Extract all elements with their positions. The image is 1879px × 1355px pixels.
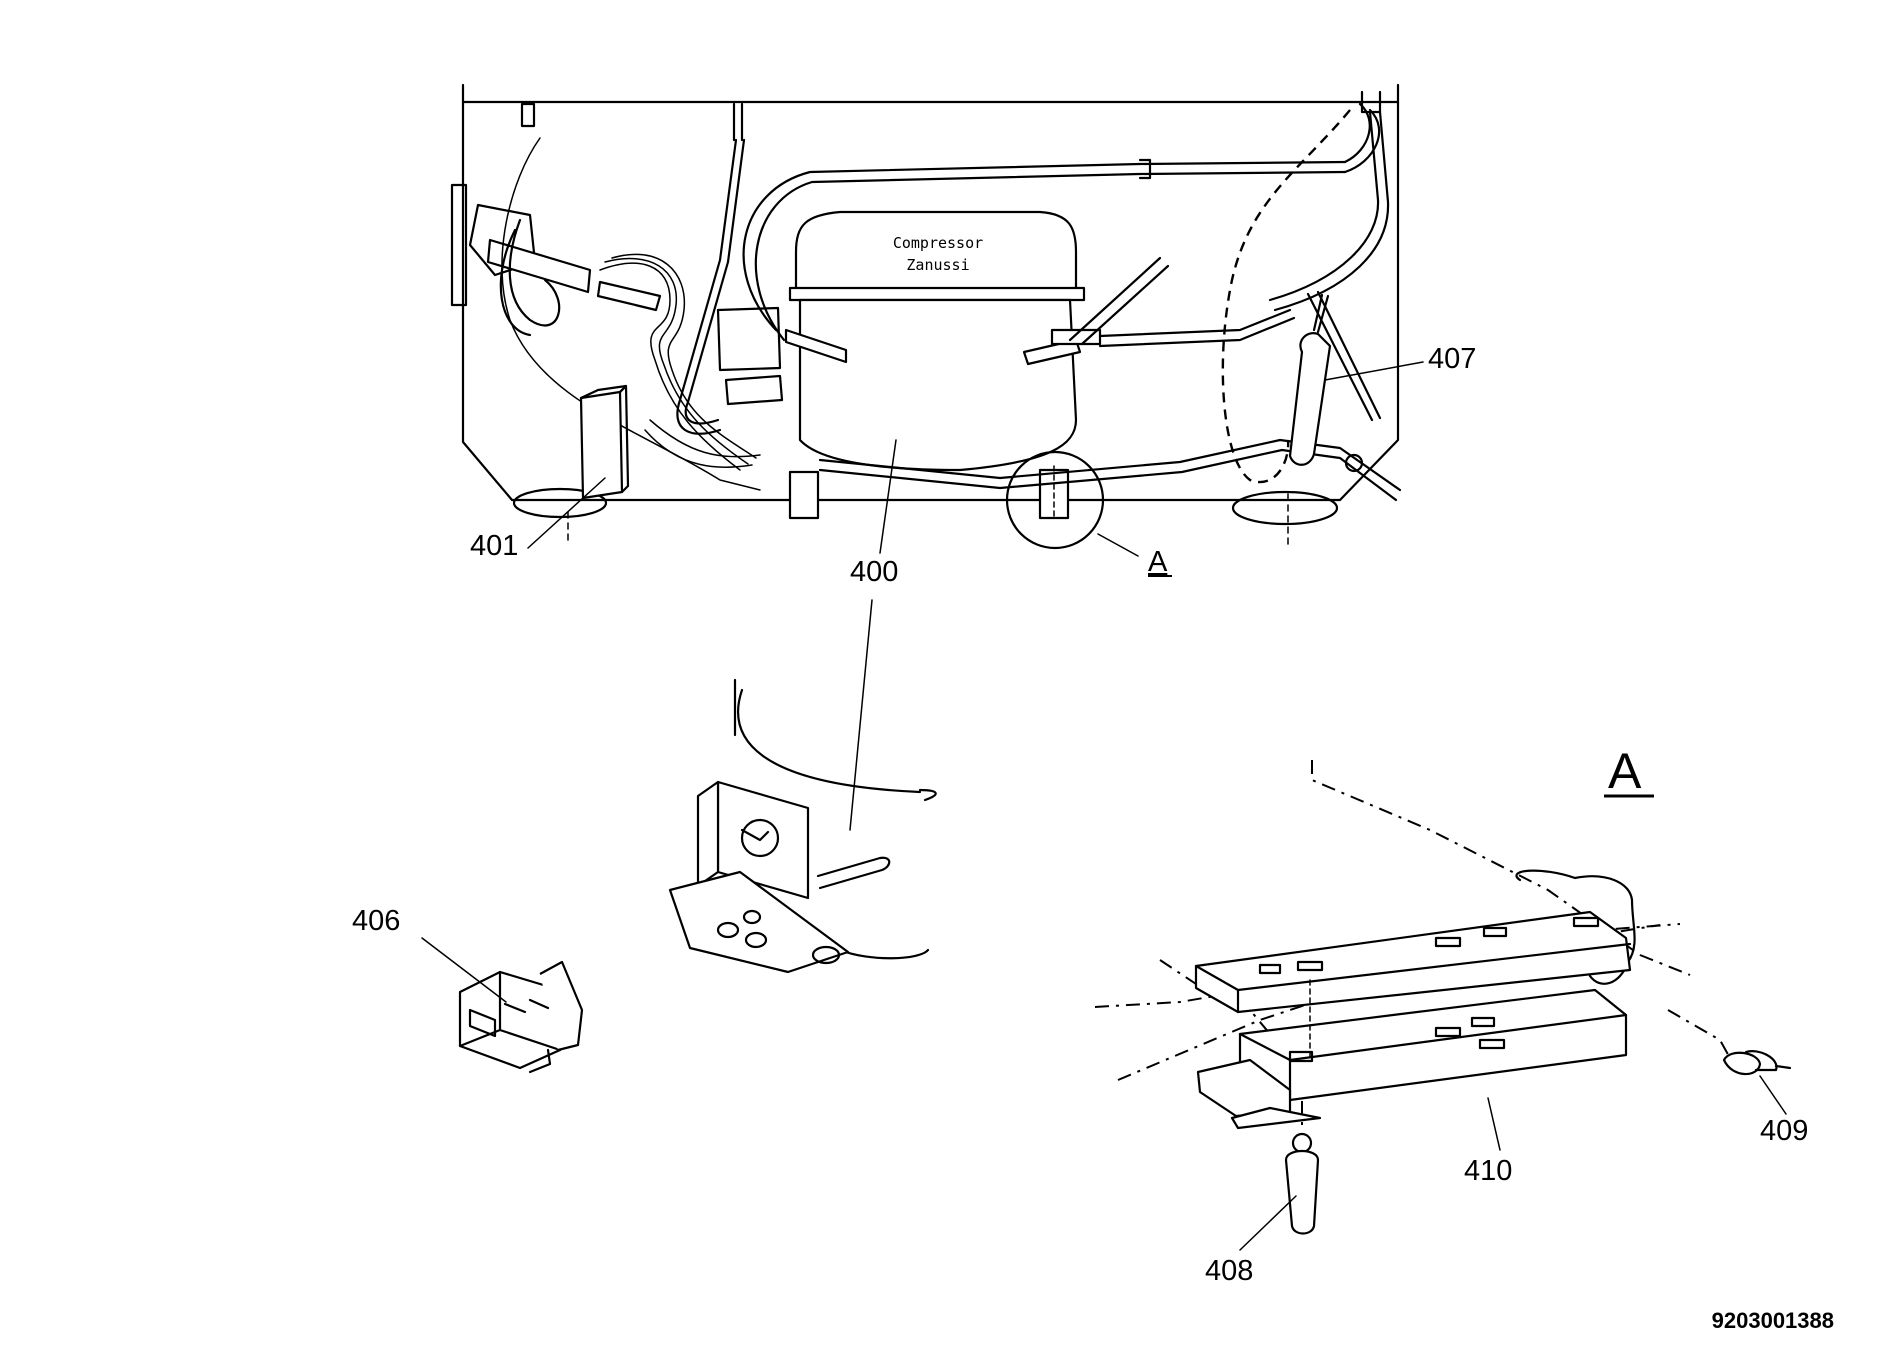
wiring-harness [501, 137, 761, 491]
leader-401 [527, 477, 606, 549]
leader-409 [1759, 1075, 1787, 1115]
detail-a-title: A [1608, 743, 1642, 799]
label-410: 410 [1464, 1155, 1512, 1187]
leader-408 [1239, 1195, 1297, 1251]
detail-a-assembly [1094, 760, 1792, 1235]
leader-410 [1487, 1097, 1501, 1151]
part-408-pin [1284, 1132, 1320, 1235]
leader-400-detail [849, 599, 873, 831]
drawing-number: 9203001388 [1712, 1308, 1834, 1333]
compressor-bracket-detail [668, 678, 937, 974]
leader-lines [421, 361, 1787, 1251]
part-401-capacitor [579, 384, 630, 500]
leader-400 [879, 439, 897, 554]
label-400: 400 [850, 556, 898, 588]
appliance-base-assembly: Compressor Zanussi [450, 83, 1402, 550]
label-401: 401 [470, 530, 518, 562]
label-408: 408 [1205, 1255, 1253, 1287]
part-407-filter-drier [1288, 290, 1382, 466]
compressor-label-1: Compressor [893, 234, 983, 252]
label-406: 406 [352, 905, 400, 937]
part-400-compressor: Compressor Zanussi [784, 210, 1296, 472]
switch-bracket [468, 203, 662, 337]
label-407: 407 [1428, 343, 1476, 375]
compressor-label-2: Zanussi [906, 256, 969, 274]
detail-a-marker: A [1148, 546, 1168, 578]
leader-406 [421, 937, 507, 1003]
leader-a [1097, 533, 1139, 557]
label-409: 409 [1760, 1115, 1808, 1147]
part-409-clip [1722, 1050, 1792, 1076]
callout-labels: 401 400 A 407 A 406 409 410 408 92030013… [352, 343, 1834, 1333]
detail-a-circle [1005, 450, 1105, 550]
leader-407 [1324, 361, 1424, 381]
part-406-relay [458, 960, 584, 1074]
